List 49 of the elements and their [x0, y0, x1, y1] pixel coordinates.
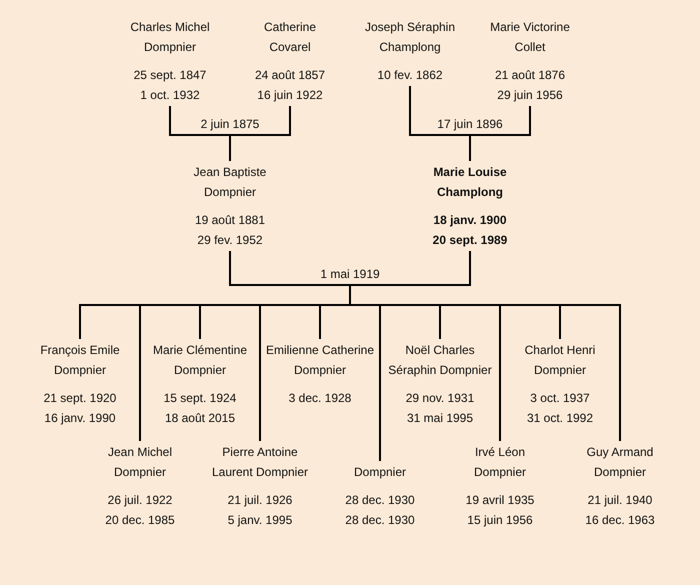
date-text: 28 dec. 1930: [345, 512, 415, 529]
date-text: 21 sept. 1920: [44, 390, 116, 407]
person-name: François Emile Dompnier: [39, 342, 121, 379]
connector-line: [229, 106, 291, 161]
date-text: 15 sept. 1924: [164, 390, 236, 407]
person-name: Charles Michel Dompnier: [129, 19, 211, 56]
person-name: Catherine Covarel: [262, 19, 318, 56]
date-text: 26 juil. 1922: [108, 492, 172, 509]
person-name: Charlot Henri Dompnier: [524, 342, 596, 379]
person-name: Guy Armand Dompnier: [586, 444, 654, 481]
date-text: 16 janv. 1990: [44, 410, 116, 427]
person-name: Dompnier: [354, 464, 406, 481]
connector-line: [469, 106, 531, 161]
connector-line: [349, 251, 621, 441]
date-text: 21 juil. 1926: [228, 492, 292, 509]
date-text: 20 dec. 1985: [105, 512, 175, 529]
date-text: 25 sept. 1847: [134, 67, 206, 84]
date-text: 1 oct. 1932: [140, 87, 200, 104]
date-text: 19 avril 1935: [466, 492, 534, 509]
date-text: 3 dec. 1928: [288, 390, 352, 407]
person-name: Joseph Séraphin Champlong: [364, 19, 456, 56]
person-name: Noël Charles Séraphin Dompnier: [387, 342, 493, 379]
date-text: 5 janv. 1995: [228, 512, 292, 529]
date-text: 16 juin 1922: [257, 87, 323, 104]
date-text: 29 juin 1956: [497, 87, 563, 104]
date-text: 18 août 2015: [164, 410, 236, 427]
date-text: 28 dec. 1930: [345, 492, 415, 509]
date-text: 15 juin 1956: [467, 512, 533, 529]
person-name: Pierre Antoine Laurent Dompnier: [210, 444, 310, 481]
person-name: Jean Baptiste Dompnier: [192, 164, 268, 201]
date-text: 31 mai 1995: [406, 410, 474, 427]
date-text: 29 nov. 1931: [406, 390, 474, 407]
date-text: 10 fev. 1862: [377, 67, 443, 84]
person-name: Marie Louise Champlong: [432, 164, 508, 201]
person-name: Marie Clémentine Dompnier: [152, 342, 248, 379]
date-text: 16 dec. 1963: [585, 512, 655, 529]
person-name: Marie Victorine Collet: [489, 19, 571, 56]
date-text: 3 oct. 1937: [530, 390, 590, 407]
date-text: 18 janv. 1900: [433, 212, 507, 229]
date-text: 20 sept. 1989: [432, 232, 508, 249]
person-name: Jean Michel Dompnier: [106, 444, 174, 481]
date-text: 19 août 1881: [194, 212, 266, 229]
date-text: 21 juil. 1940: [588, 492, 652, 509]
person-name: Irvé Léon Dompnier: [472, 444, 528, 481]
date-text: 29 fev. 1952: [197, 232, 263, 249]
person-name: Emilienne Catherine Dompnier: [264, 342, 376, 379]
date-text: 24 août 1857: [254, 67, 326, 84]
date-text: 21 août 1876: [494, 67, 566, 84]
date-text: 31 oct. 1992: [526, 410, 594, 427]
